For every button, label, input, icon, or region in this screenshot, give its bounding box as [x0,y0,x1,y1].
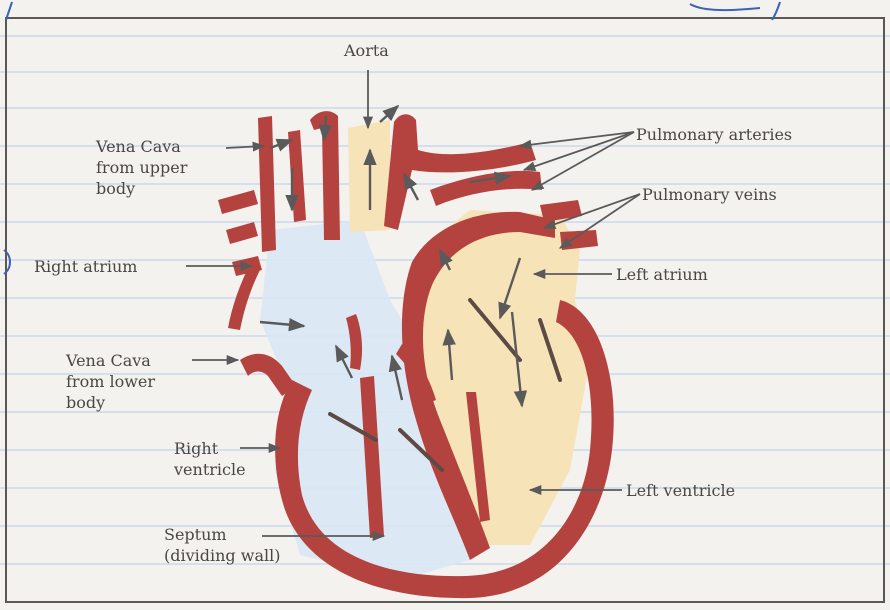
label-vena-cava-upper: Vena Cava from upper body [96,136,187,199]
label-right-ventricle: Right ventricle [174,438,246,480]
label-pulmonary-veins: Pulmonary veins [642,184,777,205]
label-left-atrium: Left atrium [616,264,708,285]
label-right-atrium: Right atrium [34,256,137,277]
label-pulmonary-arteries: Pulmonary arteries [636,124,792,145]
label-vena-cava-lower: Vena Cava from lower body [66,350,155,413]
label-aorta: Aorta [344,40,389,61]
label-left-ventricle: Left ventricle [626,480,735,501]
label-septum: Septum (dividing wall) [164,524,280,566]
